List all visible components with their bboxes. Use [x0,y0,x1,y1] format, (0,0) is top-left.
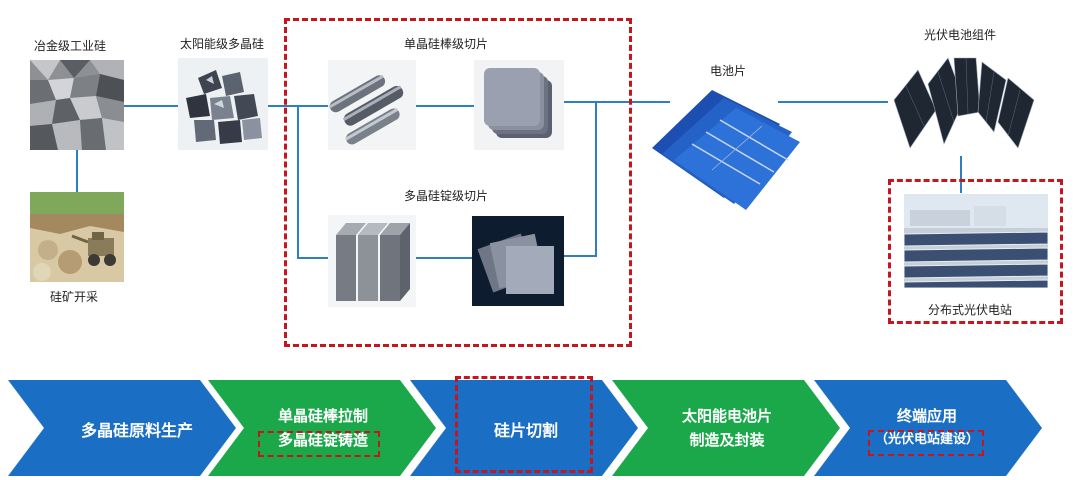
silicon-mining-image [30,192,124,282]
label-metallurgical-silicon: 冶金级工业硅 [34,39,107,53]
chain-step-2-label: 单晶硅棒拉制 [277,407,368,425]
label-solar-polysilicon: 太阳能级多晶硅 [180,37,265,51]
chain-step-4-sub: 制造及封装 [689,431,765,449]
solar-polysilicon-image [178,58,268,150]
multi-silicon-ingot-image [328,215,416,307]
wafer-slicing-highlight [284,18,632,347]
flow-line [778,101,888,103]
multi-wafer-image [472,216,564,306]
flow-line [297,257,329,259]
chevron-4 [612,380,840,476]
flow-line [416,105,476,107]
pv-station-highlight [888,179,1063,324]
pv-station-image [904,194,1048,288]
flow-line [297,105,299,258]
mono-wafer-image [474,60,564,150]
label-multi-ingot-slicing: 多晶硅锭级切片 [404,189,489,203]
value-chain-arrows [8,380,1042,476]
chain-step-2-sub: 多晶硅锭铸造 [277,431,368,449]
label-mono-rod-slicing: 单晶硅棒级切片 [404,37,489,51]
pv-module-image [888,52,1038,156]
ingot-casting-highlight [258,431,380,457]
label-silicon-mining: 硅矿开采 [50,290,99,304]
metallurgical-silicon-image [30,60,124,150]
flow-line [268,105,330,107]
chevron-2 [208,380,436,476]
label-pv-module: 光伏电池组件 [924,28,997,42]
chain-step-4-label: 太阳能电池片 [681,407,772,425]
chevron-3 [410,380,638,476]
flow-line [595,101,597,257]
chain-step-3-label: 硅片切割 [493,421,558,440]
label-cell: 电池片 [710,64,747,78]
flow-line [416,257,472,259]
chevron-1 [8,380,236,476]
flow-line [960,155,962,193]
pv-station-build-highlight [868,430,984,456]
solar-cell-image [642,80,800,210]
chain-step-1-label: 多晶硅原料生产 [80,421,193,440]
wafer-cutting-highlight [455,376,593,473]
flow-line [563,255,597,257]
chevron-5 [814,380,1042,476]
label-distributed-station: 分布式光伏电站 [928,303,1013,317]
flow-line [564,101,670,103]
chain-step-5-label: 终端应用 [896,407,957,425]
flow-line [124,105,180,107]
chain-step-5-sub: （光伏电站建设） [874,432,979,447]
flow-line [76,150,78,192]
mono-silicon-rod-image [328,60,416,150]
